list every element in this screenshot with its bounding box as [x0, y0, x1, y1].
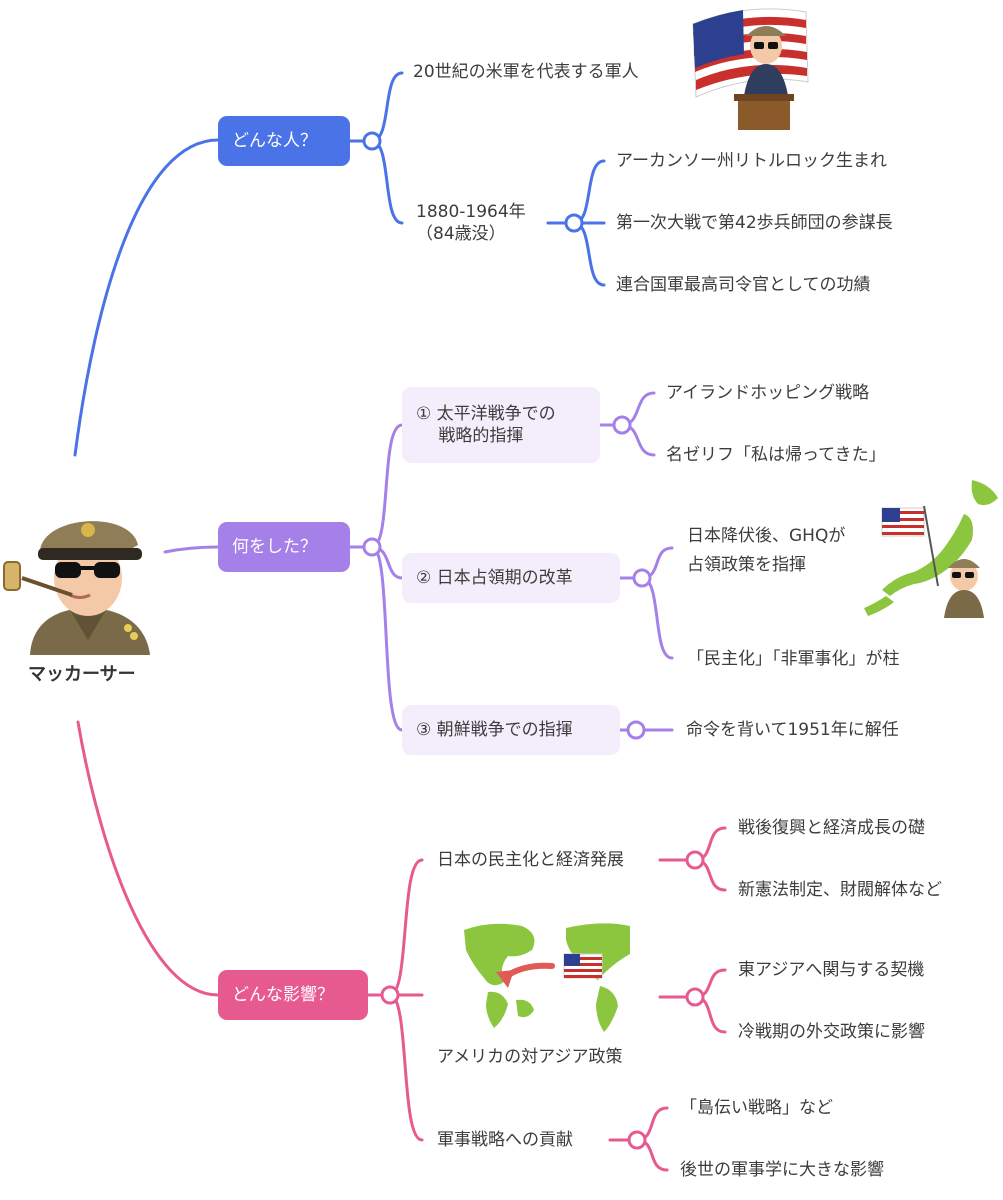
node-birthplace: アーカンソー州リトルロック生まれ: [616, 151, 887, 171]
node-democratization: 「民主化」「非軍事化」が柱: [687, 649, 900, 669]
root-link-blue: [73, 138, 220, 457]
node-pacific-war-label: ① 太平洋戦争での 戦略的指揮: [416, 404, 556, 446]
node-island-strategy: 「島伝い戦略」など: [680, 1098, 833, 1118]
node-pacific-war: ① 太平洋戦争での 戦略的指揮: [402, 387, 600, 463]
node-korean-war: ③ 朝鮮戦争での指揮: [402, 705, 620, 755]
node-postwar-recovery: 戦後復興と経済成長の礎: [738, 818, 925, 838]
node-supreme-commander: 連合国軍最高司令官としての功績: [616, 275, 871, 295]
category-what: 何をした？: [218, 522, 350, 572]
node-i-have-returned: 名ゼリフ「私は帰ってきた」: [666, 445, 886, 465]
node-east-asia-engagement: 東アジアへ関与する契機: [738, 960, 925, 980]
root-link-pink: [76, 720, 220, 997]
node-20th-century-soldier: 20世紀の米軍を代表する軍人: [413, 62, 639, 82]
node-japan-democratization: 日本の民主化と経済発展: [437, 850, 624, 870]
node-military-strategy: 軍事戦略への貢献: [437, 1130, 573, 1150]
node-occupation-reform-label: ② 日本占領期の改革: [416, 568, 573, 588]
category-who-label: どんな人？: [232, 131, 317, 151]
category-who: どんな人？: [218, 116, 350, 166]
category-impact-label: どんな影響？: [232, 985, 334, 1005]
node-us-asia-policy: アメリカの対アジア政策: [437, 1047, 623, 1067]
node-dismissed-1951: 命令を背いて1951年に解任: [686, 720, 899, 740]
world-map-illustration: [464, 923, 630, 1032]
us-flag-podium-illustration: [692, 8, 809, 130]
node-ww1-chief-of-staff: 第一次大戦で第42歩兵師団の参謀長: [616, 213, 893, 233]
japan-map-illustration: [864, 480, 998, 618]
category-what-label: 何をした？: [232, 537, 317, 557]
node-cold-war-diplomacy: 冷戦期の外交政策に影響: [738, 1022, 925, 1042]
node-military-science: 後世の軍事学に大きな影響: [680, 1160, 884, 1180]
node-new-constitution: 新憲法制定、財閥解体など: [738, 880, 942, 900]
node-ghq-occupation: 日本降伏後、GHQが 占領政策を指揮: [687, 526, 846, 575]
node-lifespan: 1880-1964年 （84歳没）: [416, 202, 526, 244]
node-occupation-reform: ② 日本占領期の改革: [402, 553, 620, 603]
root-label: マッカーサー: [28, 664, 136, 685]
macarthur-illustration: [3, 521, 150, 655]
category-impact: どんな影響？: [218, 970, 368, 1020]
node-island-hopping: アイランドホッピング戦略: [666, 383, 870, 403]
root-link-purple: [163, 545, 220, 554]
node-korean-war-label: ③ 朝鮮戦争での指揮: [416, 720, 573, 740]
